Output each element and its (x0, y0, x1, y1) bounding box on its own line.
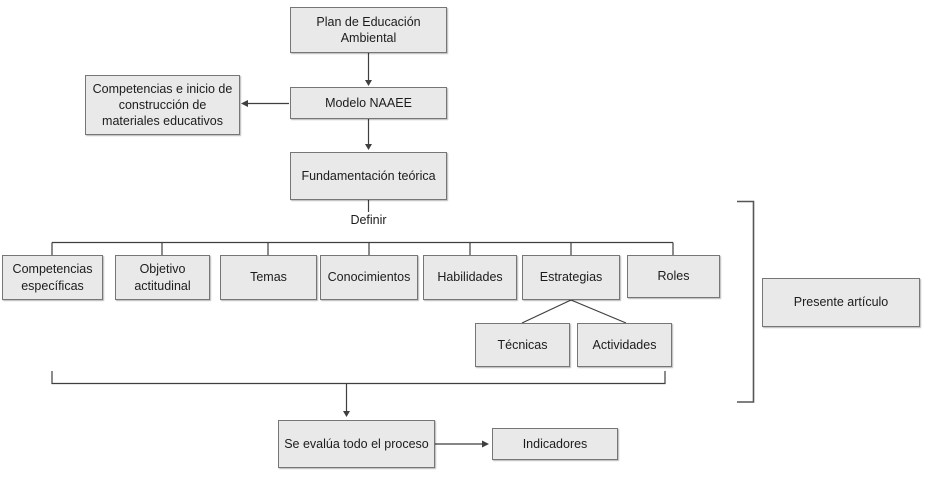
edge-modelo-fundamentacion (365, 119, 372, 150)
node-objetivo-actitudinal: Objetivo actitudinal (115, 255, 210, 300)
node-habilidades: Habilidades (423, 255, 517, 300)
edge-collector-evaluacion (343, 383, 350, 417)
node-tecnicas: Técnicas (475, 323, 570, 367)
node-competencias-especificas: Competencias específicas (2, 255, 103, 300)
node-modelo-naaee: Modelo NAAEE (290, 87, 447, 119)
edge-definir-branches (51, 241, 674, 255)
node-roles: Roles (627, 255, 720, 298)
node-fundamentacion-teorica: Fundamentación teórica (290, 152, 447, 200)
node-presente-articulo: Presente artículo (762, 278, 920, 327)
edge-modelo-competencias-inicio (241, 100, 289, 107)
edge-collector-rail (51, 371, 666, 385)
edge-estrategias-tecnicas (521, 299, 572, 324)
node-actividades: Actividades (577, 323, 672, 367)
node-temas: Temas (220, 255, 317, 300)
edge-plan-modelo (365, 53, 372, 86)
node-competencias-inicio: Competencias e inicio de construcción de… (85, 75, 240, 135)
label-definir: Definir (350, 213, 387, 227)
edge-evaluacion-indicadores (435, 440, 489, 448)
node-plan-educacion-ambiental: Plan de Educación Ambiental (290, 7, 447, 53)
node-conocimientos: Conocimientos (320, 255, 418, 300)
bracket-presente-articulo (737, 200, 755, 403)
node-indicadores: Indicadores (492, 428, 618, 460)
node-se-evalua-todo-el-proceso: Se evalúa todo el proceso (278, 420, 435, 468)
edge-estrategias-actividades (570, 299, 627, 324)
node-estrategias: Estrategias (522, 255, 620, 300)
